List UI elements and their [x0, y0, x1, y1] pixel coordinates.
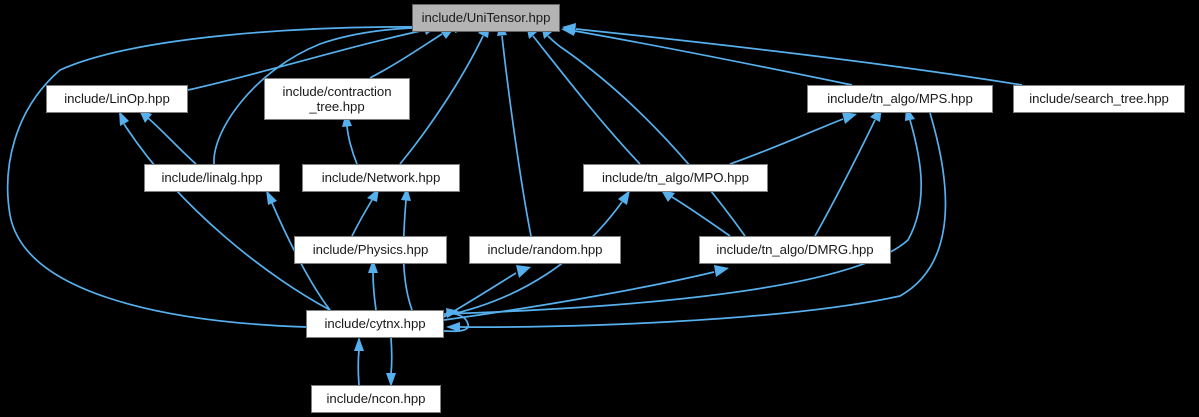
- node-tn-algo-mpo[interactable]: include/tn_algo/MPO.hpp: [583, 164, 768, 192]
- node-linalg[interactable]: include/linalg.hpp: [144, 164, 280, 192]
- edge-mps-to-cytnx: [446, 112, 947, 332]
- node-physics[interactable]: include/Physics.hpp: [294, 236, 447, 264]
- node-label: include/tn_algo/MPO.hpp: [602, 170, 749, 186]
- node-tn-algo-dmrg[interactable]: include/tn_algo/DMRG.hpp: [699, 236, 891, 264]
- edge-ncon-to-cytnx: [354, 337, 364, 386]
- node-label: include/ncon.hpp: [326, 391, 426, 407]
- node-linop[interactable]: include/LinOp.hpp: [46, 85, 188, 113]
- node-label: include/UniTensor.hpp: [421, 10, 551, 26]
- node-label: include/LinOp.hpp: [64, 91, 170, 107]
- edge-dmrg-to-unitensor: [541, 24, 746, 237]
- node-unitensor[interactable]: include/UniTensor.hpp: [412, 4, 560, 32]
- edge-cytnx-to-dmrg: [443, 265, 729, 321]
- node-label: include/Physics.hpp: [312, 242, 429, 258]
- edge-search-tree-to-unitensor: [562, 23, 1023, 86]
- node-random[interactable]: include/random.hpp: [469, 236, 621, 264]
- node-label: include/Network.hpp: [321, 170, 441, 186]
- edge-random-to-unitensor: [497, 22, 532, 237]
- node-label: include/contraction _tree.hpp: [282, 83, 392, 115]
- edge-linalg-to-linop: [139, 110, 197, 165]
- node-search-tree[interactable]: include/search_tree.hpp: [1013, 85, 1185, 113]
- edge-cytnx-self-loop: [443, 308, 470, 333]
- node-label: include/linalg.hpp: [161, 170, 263, 186]
- node-label: include/cytnx.hpp: [324, 316, 426, 332]
- node-label: include/random.hpp: [487, 242, 603, 258]
- edge-contraction-tree-to-unitensor: [369, 27, 455, 79]
- node-tn-algo-mps[interactable]: include/tn_algo/MPS.hpp: [807, 85, 993, 113]
- edge-mpo-to-mps: [729, 112, 857, 165]
- edge-cytnx-to-ncon: [386, 337, 396, 387]
- edge-physics-to-network: [351, 188, 379, 237]
- node-ncon[interactable]: include/ncon.hpp: [311, 385, 441, 413]
- edge-network-to-unitensor: [399, 24, 490, 165]
- node-label: include/tn_algo/MPS.hpp: [827, 91, 973, 107]
- edge-dmrg-to-mpo: [661, 190, 731, 237]
- node-label: include/search_tree.hpp: [1029, 91, 1169, 107]
- edge-mpo-to-unitensor: [526, 24, 641, 165]
- node-label: include/tn_algo/DMRG.hpp: [716, 242, 874, 258]
- edge-cytnx-to-linop: [119, 111, 331, 311]
- node-contraction-tree[interactable]: include/contraction _tree.hpp: [264, 78, 410, 120]
- edge-cytnx-to-physics: [368, 259, 378, 311]
- edge-cytnx-to-mpo: [443, 190, 630, 317]
- node-cytnx[interactable]: include/cytnx.hpp: [306, 310, 444, 338]
- node-network[interactable]: include/Network.hpp: [302, 164, 460, 192]
